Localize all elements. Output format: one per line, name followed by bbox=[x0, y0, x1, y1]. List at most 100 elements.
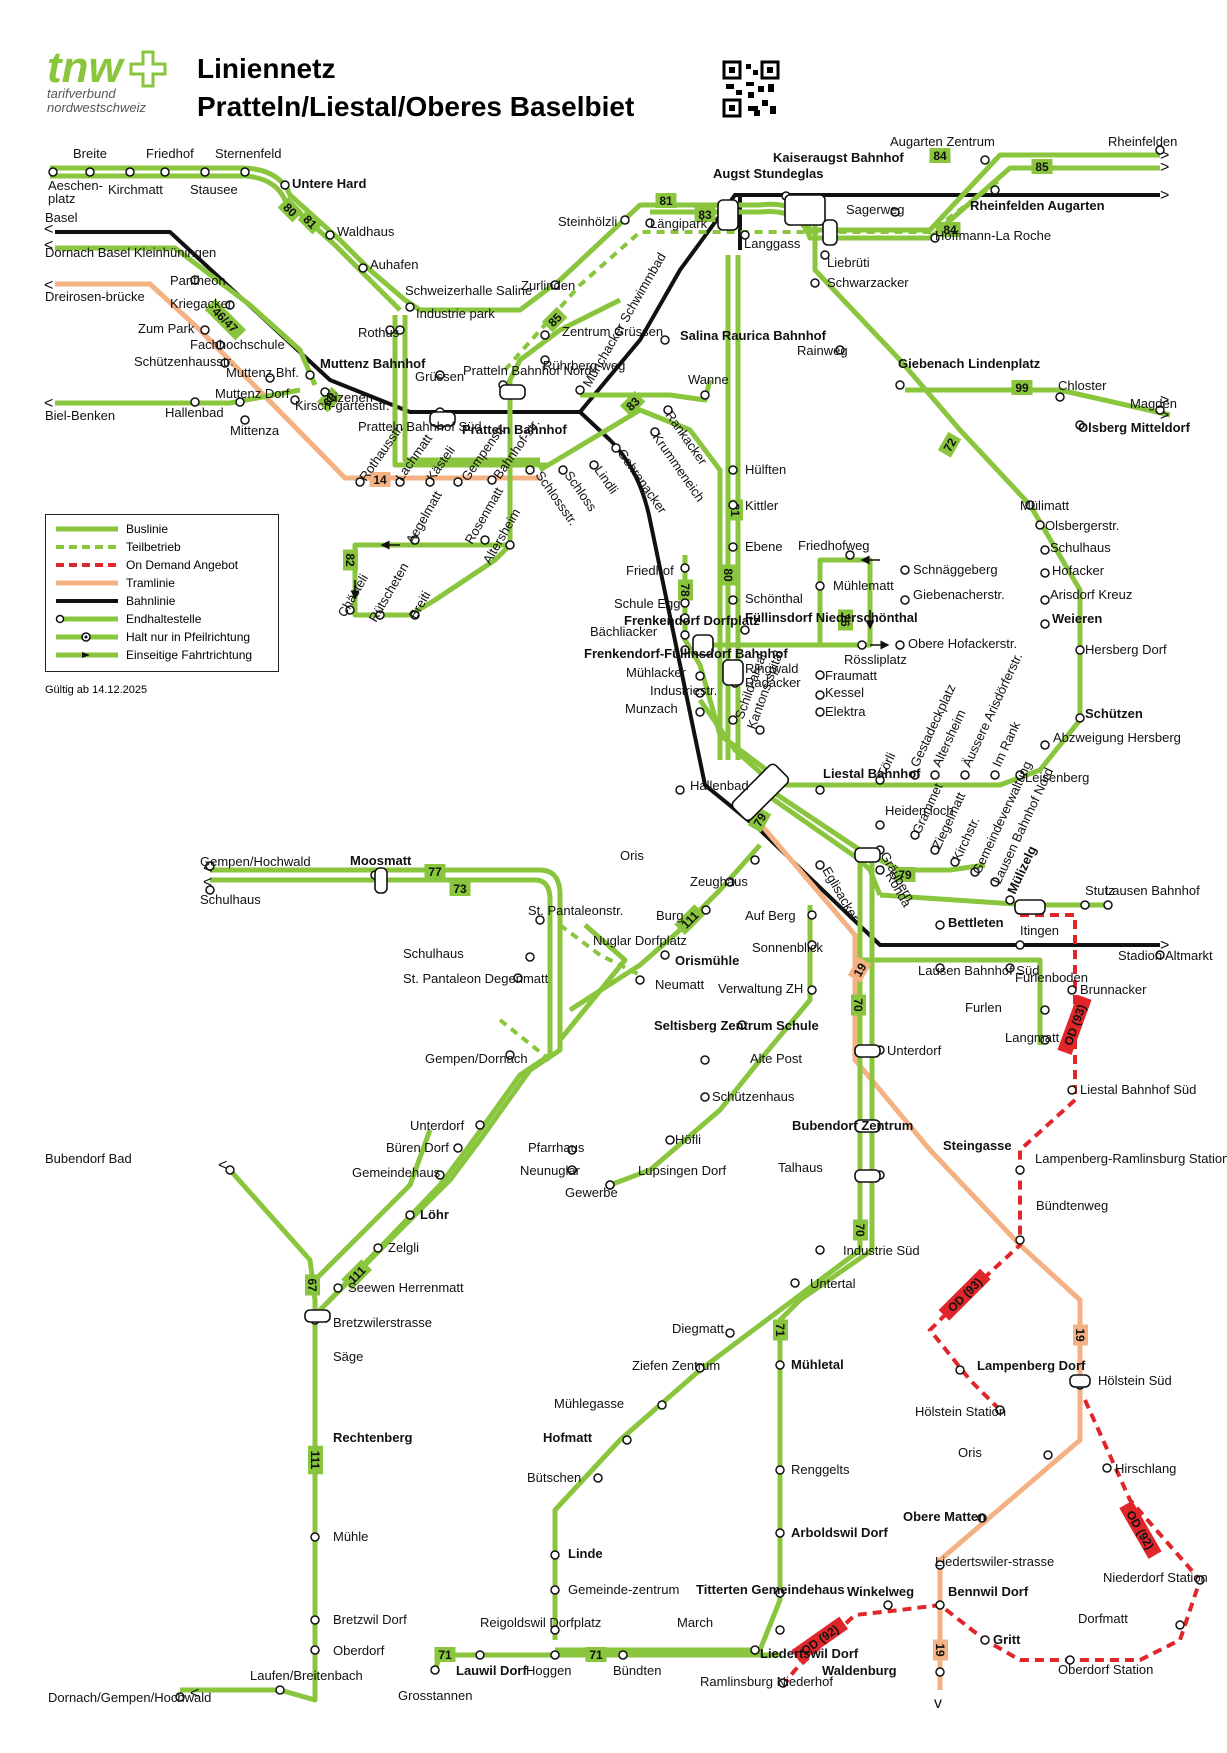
stop-label[interactable]: Auhafen bbox=[370, 257, 418, 272]
stop-dot[interactable] bbox=[235, 397, 245, 407]
stop-label[interactable]: Leisenberg bbox=[1025, 770, 1089, 785]
stop-dot[interactable] bbox=[875, 820, 885, 830]
stop-label[interactable]: Schützen bbox=[1085, 706, 1143, 721]
station-frenkendorf[interactable] bbox=[692, 634, 714, 656]
stop-label[interactable]: Munzach bbox=[625, 701, 678, 716]
stop-dot[interactable] bbox=[875, 775, 885, 785]
stop-dot[interactable] bbox=[845, 550, 855, 560]
stop-dot[interactable] bbox=[695, 688, 705, 698]
stop-label[interactable]: Rheinfelden bbox=[1108, 134, 1177, 149]
stop-dot[interactable] bbox=[575, 385, 585, 395]
stop-dot[interactable] bbox=[225, 300, 235, 310]
stop-dot[interactable] bbox=[815, 1245, 825, 1255]
stop-dot[interactable] bbox=[815, 785, 825, 795]
stop-dot[interactable] bbox=[310, 1645, 320, 1655]
stop-dot[interactable] bbox=[550, 1650, 560, 1660]
stop-label[interactable]: Ramlinsburg Niederhof bbox=[700, 1674, 833, 1689]
stop-label[interactable]: Hofacker bbox=[1052, 563, 1105, 578]
stop-label[interactable]: Hirschlang bbox=[1115, 1461, 1176, 1476]
stop-label[interactable]: Industriestr. bbox=[650, 683, 717, 698]
stop-dot[interactable] bbox=[305, 370, 315, 380]
stop-label[interactable]: Waldhaus bbox=[337, 224, 395, 239]
stop-label[interactable]: Zurlinden bbox=[521, 278, 575, 293]
stop-dot[interactable] bbox=[405, 302, 415, 312]
stop-label[interactable]: Hallenbad bbox=[165, 405, 224, 420]
stop-label[interactable]: Langmatt bbox=[1005, 1030, 1060, 1045]
stop-label[interactable]: Längipark bbox=[650, 216, 708, 231]
stop-label[interactable]: Gehrenacker bbox=[615, 446, 671, 517]
stop-dot[interactable] bbox=[225, 1165, 235, 1175]
stop-dot[interactable] bbox=[1103, 900, 1113, 910]
stop-label[interactable]: Säge bbox=[333, 1349, 363, 1364]
stop-dot[interactable] bbox=[475, 1650, 485, 1660]
stop-label[interactable]: Abzweigung Hersberg bbox=[1053, 730, 1181, 745]
stop-dot[interactable] bbox=[815, 690, 825, 700]
stop-dot[interactable] bbox=[701, 905, 711, 915]
stop-label[interactable]: Reigoldswil Dorfplatz bbox=[480, 1615, 601, 1630]
stop-dot[interactable] bbox=[567, 1165, 577, 1175]
stop-label[interactable]: Frenkendorf-Füllinsdorf Bahnhof bbox=[584, 646, 788, 661]
stop-dot[interactable] bbox=[980, 1635, 990, 1645]
stop-dot[interactable] bbox=[935, 963, 945, 973]
stop-dot[interactable] bbox=[620, 215, 630, 225]
stop-label[interactable]: Neumatt bbox=[655, 977, 705, 992]
stop-dot[interactable] bbox=[807, 910, 817, 920]
stop-label[interactable]: Talhaus bbox=[778, 1160, 823, 1175]
station-pratteln[interactable] bbox=[429, 411, 456, 427]
stop-dot[interactable] bbox=[525, 465, 535, 475]
stop-dot[interactable] bbox=[1067, 985, 1077, 995]
stop-dot[interactable] bbox=[675, 785, 685, 795]
stop-dot[interactable] bbox=[567, 1145, 577, 1155]
stop-dot[interactable] bbox=[775, 1528, 785, 1538]
stop-dot[interactable] bbox=[355, 477, 365, 487]
stop-dot[interactable] bbox=[955, 1365, 965, 1375]
stop-label[interactable]: Salina Raurica Bahnhof bbox=[680, 328, 827, 343]
stop-dot[interactable] bbox=[935, 920, 945, 930]
stop-label[interactable]: Furlenboden bbox=[1015, 970, 1088, 985]
stop-dot[interactable] bbox=[325, 230, 335, 240]
stop-label[interactable]: Breite bbox=[73, 146, 107, 161]
stop-dot[interactable] bbox=[453, 1143, 463, 1153]
stop-label[interactable]: Unterdorf bbox=[410, 1118, 465, 1133]
stop-dot[interactable] bbox=[1005, 963, 1015, 973]
stop-dot[interactable] bbox=[645, 218, 655, 228]
stop-label[interactable]: Gemeindehaus bbox=[352, 1165, 441, 1180]
stop-dot[interactable] bbox=[385, 325, 395, 335]
stop-label[interactable]: Gempen/Dornach bbox=[425, 1051, 528, 1066]
stop-dot[interactable] bbox=[215, 340, 225, 350]
stop-dot[interactable] bbox=[895, 640, 905, 650]
stop-dot[interactable] bbox=[725, 1328, 735, 1338]
stop-dot[interactable] bbox=[900, 595, 910, 605]
stop-dot[interactable] bbox=[990, 770, 1000, 780]
stop-label[interactable]: Industrie park bbox=[416, 306, 495, 321]
stop-dot[interactable] bbox=[310, 1615, 320, 1625]
stop-dot[interactable] bbox=[935, 1600, 945, 1610]
stop-dot[interactable] bbox=[700, 390, 710, 400]
stop-label[interactable]: Obere Matten bbox=[903, 1509, 986, 1524]
stop-label[interactable]: Hoffmann-La Roche bbox=[935, 228, 1051, 243]
stop-dot[interactable] bbox=[1025, 500, 1035, 510]
stop-label[interactable]: Augst Stundeglas bbox=[713, 166, 824, 181]
stop-label[interactable]: Magden bbox=[1130, 396, 1177, 411]
stop-label[interactable]: Ebene bbox=[745, 539, 783, 554]
stop-dot[interactable] bbox=[540, 355, 550, 365]
station-augst[interactable] bbox=[717, 199, 739, 231]
stop-dot[interactable] bbox=[1040, 568, 1050, 578]
stop-dot[interactable] bbox=[680, 630, 690, 640]
stop-label[interactable]: Schützenhausstr. bbox=[134, 354, 234, 369]
stop-label[interactable]: Ringwald bbox=[745, 661, 798, 676]
stop-label[interactable]: Bubendorf Bad bbox=[45, 1151, 132, 1166]
stop-dot[interactable] bbox=[875, 865, 885, 875]
stop-label[interactable]: Bündtenweg bbox=[1036, 1198, 1108, 1213]
stop-dot[interactable] bbox=[950, 857, 960, 867]
stop-label[interactable]: March bbox=[677, 1615, 713, 1630]
stop-label[interactable]: St. Pantaleon Degenmatt bbox=[403, 971, 549, 986]
stop-dot[interactable] bbox=[1005, 895, 1015, 905]
stop-label[interactable]: Zeughaus bbox=[690, 874, 748, 889]
stop-label[interactable]: Kirsch-gartenstr. bbox=[295, 398, 390, 413]
stop-dot[interactable] bbox=[807, 940, 817, 950]
stop-dot[interactable] bbox=[680, 613, 690, 623]
stop-label[interactable]: Schulhaus bbox=[403, 946, 464, 961]
stop-dot[interactable] bbox=[990, 185, 1000, 195]
stop-label[interactable]: Waldenburg bbox=[822, 1663, 897, 1678]
